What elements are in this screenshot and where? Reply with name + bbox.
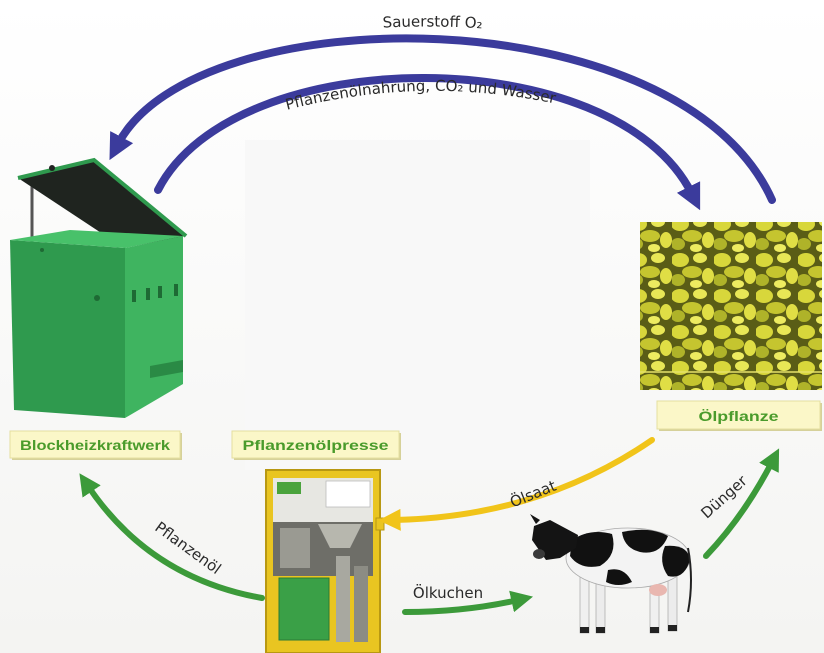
nutrition-arrow (154, 74, 701, 211)
generator-skirt (150, 360, 183, 378)
press-label-box: Pflanzenölpresse (231, 430, 401, 460)
vent-slot (174, 284, 178, 296)
label-background (9, 430, 181, 459)
cow-muzzle (533, 549, 545, 559)
generator-lid-rim (17, 157, 188, 238)
generator-lid (18, 160, 186, 248)
press-logo (277, 482, 301, 494)
generator-illustration (10, 157, 188, 418)
cow-leg (667, 574, 678, 632)
center-panel (245, 140, 590, 470)
plant-oil-arrow (79, 473, 265, 601)
lid-knob (49, 165, 55, 171)
plant-label: Ölpflanze (699, 408, 779, 424)
cow-illustration (530, 514, 692, 634)
press-cylinder (354, 566, 368, 642)
oxygen-label-text: Sauerstoff O₂ (382, 12, 483, 32)
cow-patch (622, 529, 668, 553)
plant-label-box: Ölpflanze (656, 400, 822, 431)
cow-patch (662, 545, 690, 577)
vent-slot (158, 286, 162, 298)
cow-ear (530, 514, 540, 524)
cow-hoof (668, 625, 677, 631)
cow-hoof (580, 627, 589, 633)
generator-top-edge (10, 230, 183, 248)
oil-plant-photo (640, 222, 822, 390)
label-background (231, 430, 400, 459)
vent-slot (132, 290, 136, 302)
panel-screw (94, 295, 100, 301)
press-info-plate (325, 480, 371, 508)
oxygen-arrow (109, 34, 776, 204)
cow-hoof (596, 627, 605, 633)
oil-press-illustration (265, 469, 385, 653)
generator-front-face (10, 240, 125, 418)
oilseed-arrow (378, 437, 655, 531)
press-outlet (375, 517, 385, 531)
chp-label: Blockheizkraftwerk (20, 437, 170, 453)
press-motor (280, 528, 310, 568)
cow-leg (595, 577, 606, 634)
oil-cake-label: Ölkuchen (413, 583, 483, 602)
cow-hoof (650, 627, 659, 633)
cow-patch (570, 532, 614, 567)
press-green-tank (278, 577, 330, 641)
chp-label-box: Blockheizkraftwerk (9, 430, 182, 460)
cow-patch (606, 569, 632, 585)
fertilizer-arrow (703, 448, 780, 559)
press-cylinder (336, 556, 350, 642)
oxygen-label: Sauerstoff O₂ (382, 12, 483, 32)
oil-cake-arrow (402, 590, 534, 615)
press-label: Pflanzenölpresse (243, 437, 389, 453)
photo-tint (640, 222, 822, 390)
cow-tail (687, 547, 692, 613)
rapeseed-field-image (640, 222, 822, 390)
press-hopper (318, 524, 362, 548)
label-background (656, 400, 821, 430)
cow-head (532, 520, 578, 560)
vent-slot (146, 288, 150, 300)
cow-udder (649, 584, 667, 596)
cow-leg (579, 574, 590, 634)
panel-screw (40, 248, 44, 252)
